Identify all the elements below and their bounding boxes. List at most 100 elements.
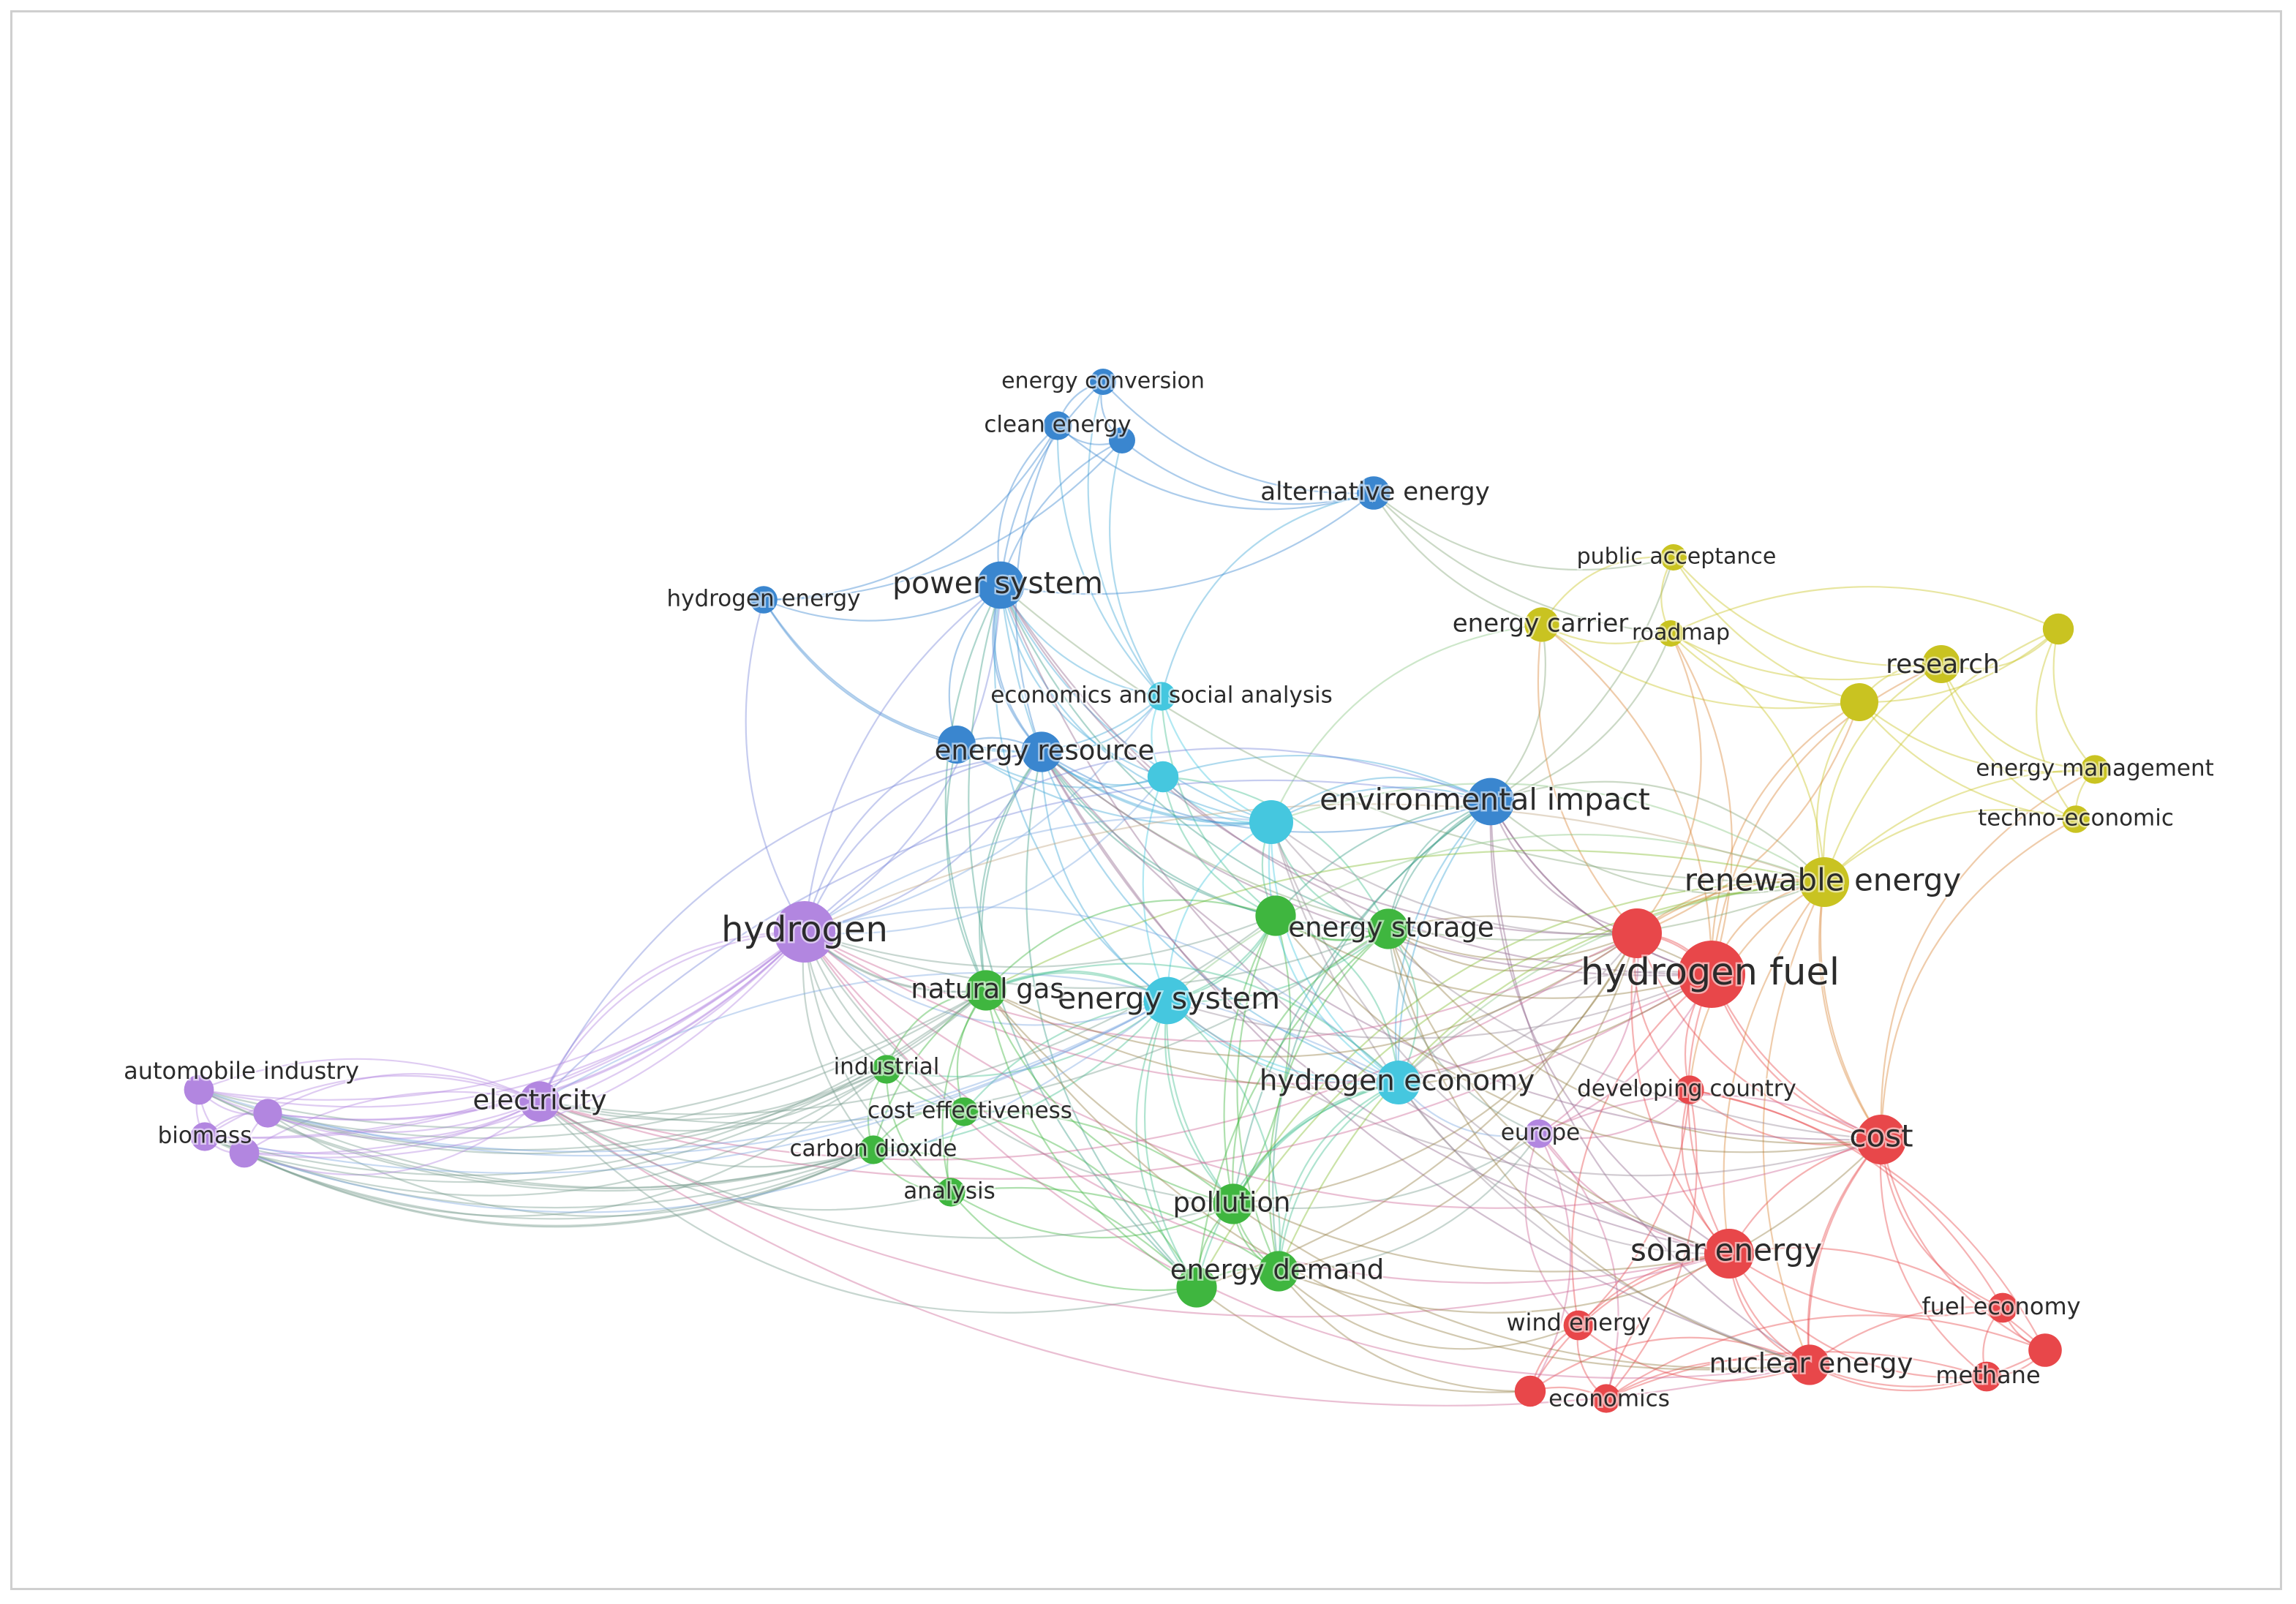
network-edge	[539, 928, 1389, 1125]
network-edge	[993, 584, 1168, 1001]
network-edge	[1270, 821, 1810, 1366]
network-node	[1524, 1119, 1554, 1148]
network-edge	[539, 1101, 874, 1168]
network-edge	[244, 1101, 541, 1176]
network-edge	[1807, 1139, 1882, 1366]
network-edge	[1144, 1000, 1197, 1288]
network-edge	[804, 803, 1825, 933]
network-edge	[1167, 973, 1712, 1039]
network-edge	[1167, 1000, 1399, 1085]
network-edge	[1490, 633, 1672, 803]
network-node	[1563, 1310, 1594, 1341]
network-edge	[804, 696, 1162, 933]
network-edge	[198, 1089, 874, 1189]
network-node	[750, 586, 778, 614]
network-edge	[1398, 933, 1638, 1084]
node-label: environmental impact	[1320, 782, 1650, 817]
network-edge	[999, 584, 1389, 930]
network-edge	[956, 744, 1272, 827]
node-label: natural gas	[911, 974, 1064, 1005]
network-edge	[198, 1089, 874, 1192]
network-edge	[992, 584, 1042, 753]
network-edge	[539, 930, 805, 1102]
network-edge	[539, 779, 1491, 1102]
network-node	[976, 561, 1025, 609]
network-edge	[1541, 624, 1713, 975]
network-edge	[1541, 556, 1674, 625]
node-label: energy demand	[1170, 1254, 1385, 1286]
network-edge	[1164, 1000, 1234, 1205]
network-edge	[1809, 1306, 2003, 1366]
network-edge	[886, 1000, 1168, 1078]
network-node	[253, 1099, 282, 1128]
network-node	[1612, 908, 1662, 958]
network-edge	[804, 931, 1810, 1379]
network-edge	[1109, 440, 1162, 697]
network-edge	[204, 1136, 874, 1220]
network-edge	[1578, 1089, 1691, 1326]
network-edge	[198, 1068, 887, 1151]
network-edge	[1195, 1081, 1399, 1288]
network-edge	[1762, 881, 1825, 1366]
network-edge	[1275, 915, 1712, 999]
node-label: electricity	[473, 1085, 606, 1116]
network-edge	[204, 1069, 887, 1197]
network-edge	[1270, 821, 1730, 1255]
node-label: methane	[1935, 1361, 2040, 1389]
network-edge	[539, 1101, 1234, 1239]
network-edge	[1135, 1000, 1197, 1288]
network-edge	[1823, 628, 2059, 883]
network-edge	[1041, 751, 1276, 917]
network-edge	[1041, 751, 1389, 930]
network-edge	[1687, 974, 1730, 1254]
node-label: alternative energy	[1260, 478, 1489, 507]
network-edge	[803, 750, 1042, 933]
network-edge	[1538, 1133, 1619, 1399]
network-edge	[941, 990, 987, 1193]
network-node	[949, 1097, 979, 1126]
network-node	[1255, 895, 1296, 936]
network-node	[1043, 411, 1072, 440]
network-edge	[1823, 808, 2077, 883]
network-node	[1109, 427, 1135, 453]
network-edge	[1160, 492, 1374, 697]
network-node	[859, 1135, 888, 1164]
node-label: energy management	[1976, 756, 2214, 782]
network-edge	[539, 933, 1638, 1161]
network-edge	[985, 990, 1234, 1205]
network-edge	[804, 906, 1399, 1083]
network-edge	[1232, 1081, 1399, 1205]
network-edge	[803, 931, 965, 1112]
network-edge	[803, 931, 952, 1193]
network-edge	[872, 990, 987, 1151]
network-edge	[1606, 1089, 1698, 1399]
network-edge	[244, 931, 805, 1155]
network-edge	[999, 440, 1123, 586]
network-edge	[539, 972, 1399, 1102]
network-edge	[1670, 633, 1942, 681]
network-node	[1467, 777, 1515, 826]
network-edge	[1160, 696, 1276, 916]
network-node	[519, 1081, 560, 1122]
network-edge	[997, 425, 1058, 586]
network-node	[2080, 755, 2109, 784]
network-edge	[1232, 1133, 1540, 1210]
network-edge	[985, 990, 1197, 1288]
network-edge	[539, 1069, 887, 1132]
network-edge	[1673, 557, 1942, 667]
network-edge	[1270, 623, 1543, 823]
network-edge	[1268, 821, 1399, 1083]
network-edge	[1167, 1000, 1882, 1177]
network-edge	[1196, 881, 1825, 1288]
network-edge	[802, 931, 874, 1151]
network-edge	[1121, 440, 1374, 505]
network-edge	[539, 930, 805, 1102]
network-edge	[1373, 492, 1671, 635]
network-edge	[1000, 584, 1162, 698]
network-node	[1799, 857, 1849, 907]
network-edge	[539, 974, 1712, 1180]
network-edge	[1490, 557, 1675, 802]
network-edge	[1270, 821, 1399, 1083]
network-edge	[985, 972, 1168, 1001]
network-edge	[198, 990, 987, 1129]
